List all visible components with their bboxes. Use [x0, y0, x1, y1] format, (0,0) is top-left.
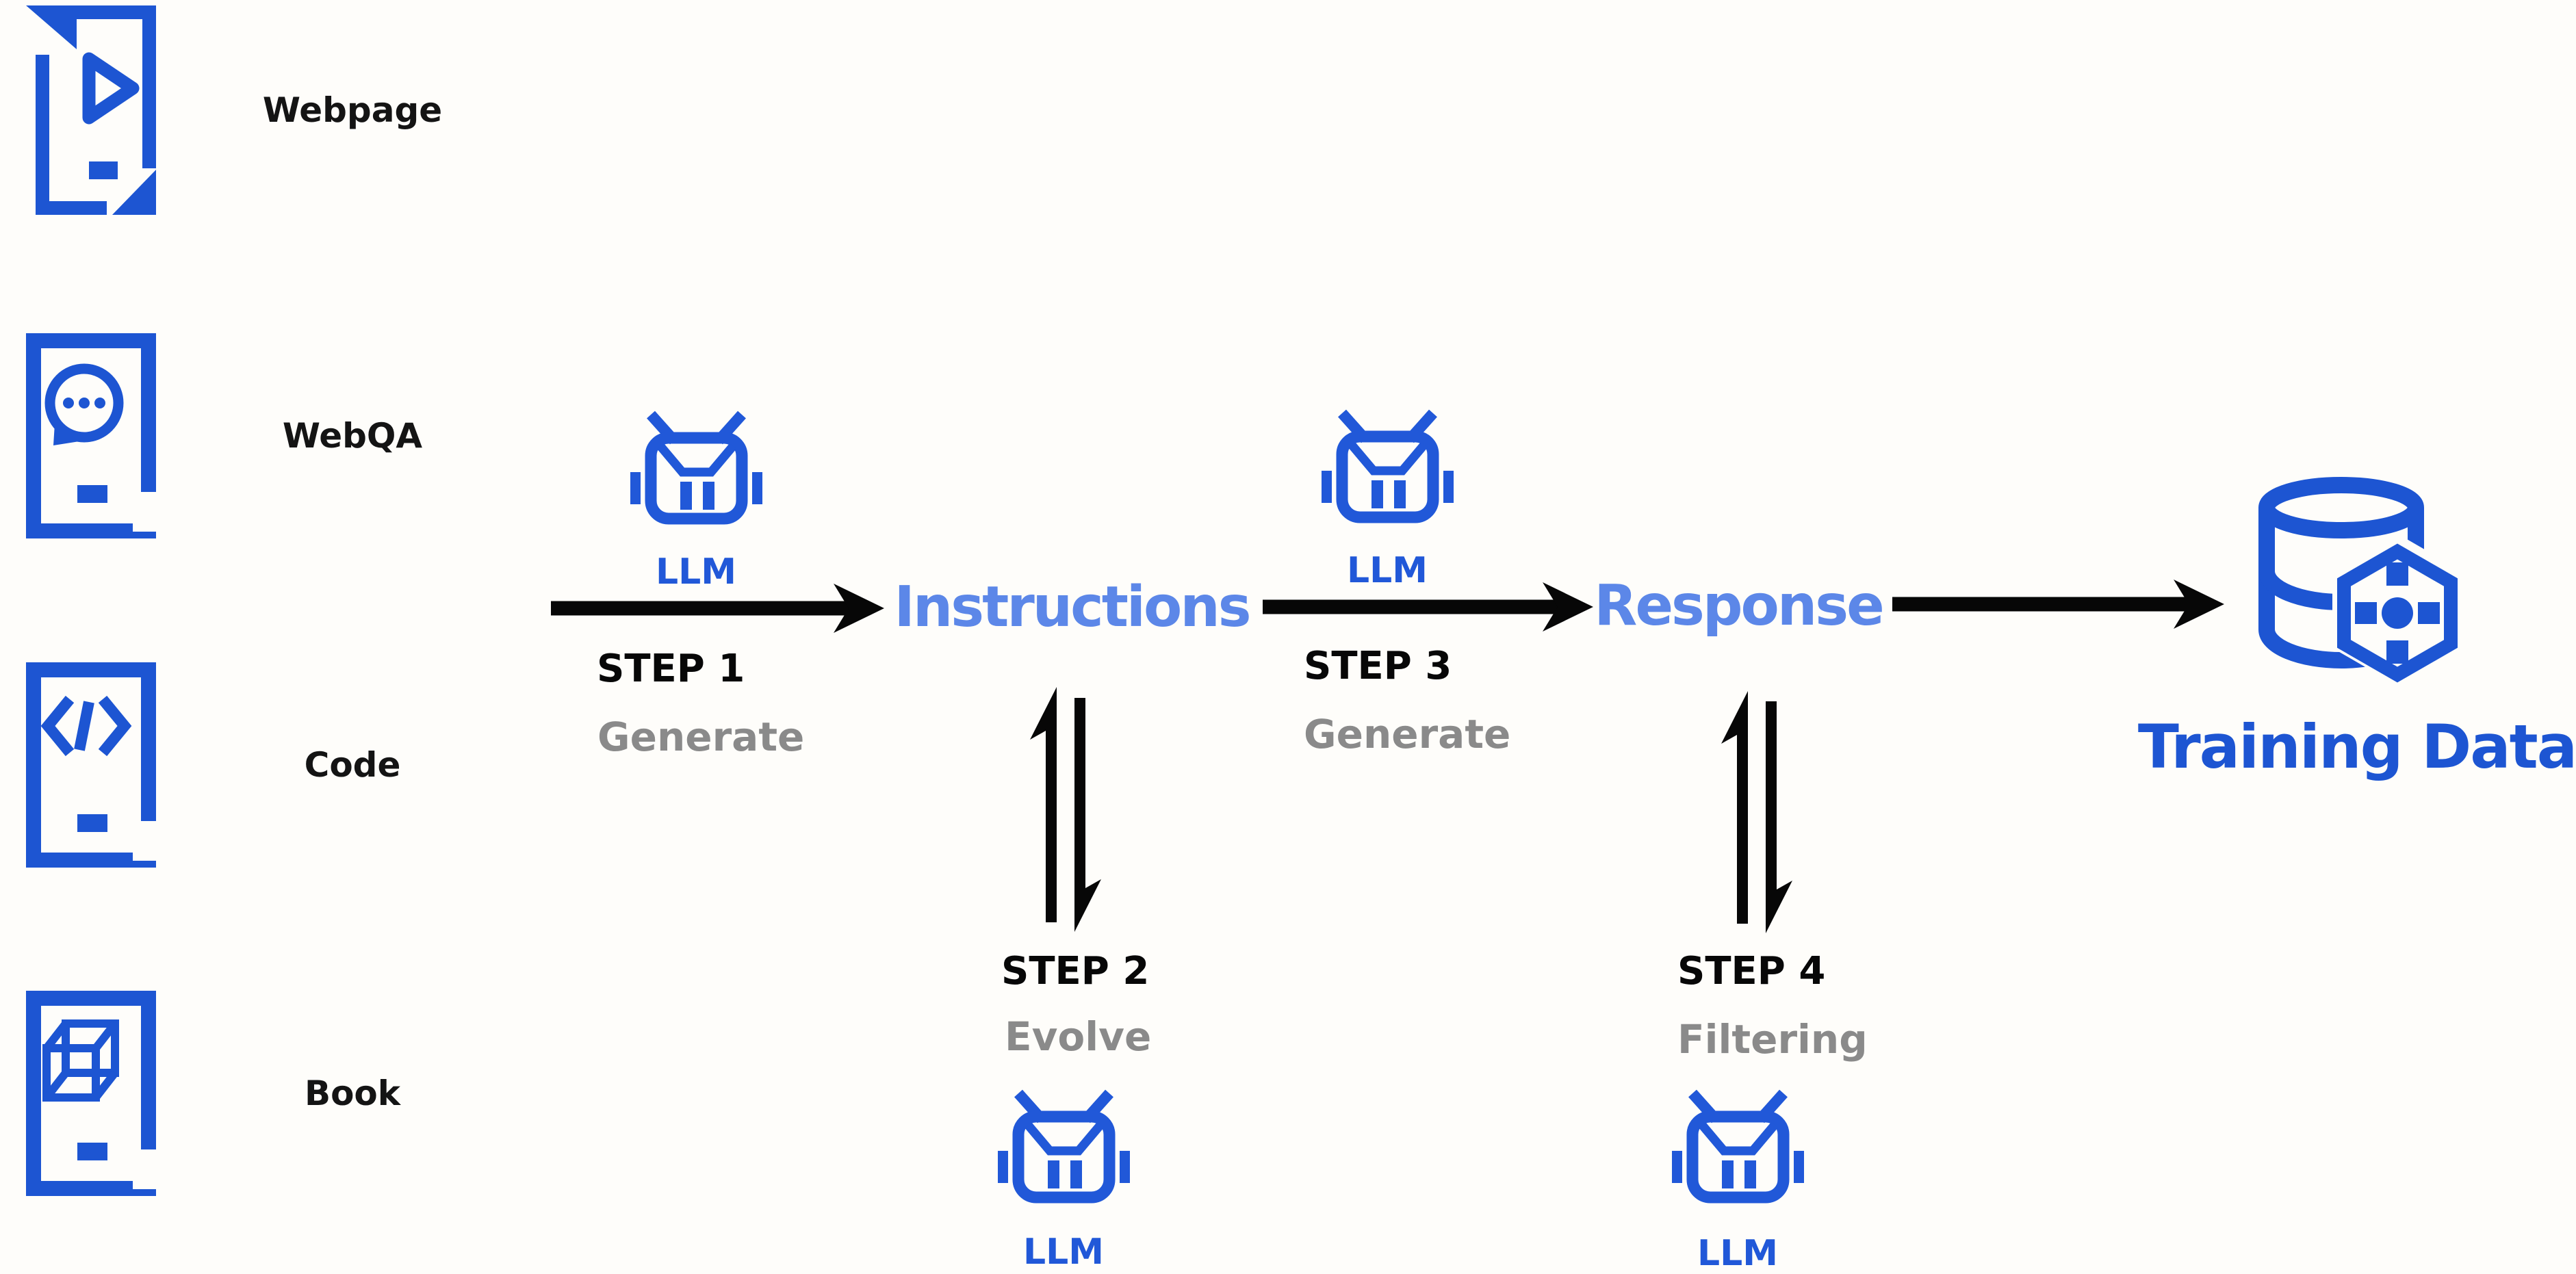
book-cube-doc-icon: [26, 991, 156, 1196]
llm-label-step3: LLM: [1346, 550, 1428, 591]
llm-label-step1: LLM: [655, 551, 737, 593]
llm-label-step2: LLM: [1022, 1232, 1105, 1273]
llm-label-step4: LLM: [1697, 1233, 1779, 1274]
arrow-to-training-data: [1892, 580, 2224, 629]
source-item-code: [26, 662, 156, 868]
source-item-webqa: [26, 333, 156, 538]
source-item-webpage: [26, 5, 156, 215]
robot-icon: [1322, 409, 1454, 523]
step2-name: STEP 2: [1001, 949, 1150, 993]
source-label-webpage: Webpage: [262, 90, 443, 130]
database-icon: [2258, 477, 2462, 684]
step1-name: STEP 1: [597, 647, 745, 691]
step2-action: Evolve: [1005, 1013, 1152, 1060]
step4-name: STEP 4: [1677, 949, 1826, 993]
double-arrow-filtering: [1721, 691, 1792, 933]
step4-action: Filtering: [1677, 1016, 1868, 1063]
robot-icon: [998, 1089, 1130, 1204]
code-doc-icon: [26, 662, 156, 868]
llm-robot-step2: [994, 1089, 1134, 1209]
source-label-webqa: WebQA: [282, 416, 423, 456]
step3-name: STEP 3: [1304, 644, 1452, 688]
data-node-icon: [2337, 543, 2458, 683]
source-label-code: Code: [304, 745, 401, 785]
arrow-step1-generate: [551, 584, 884, 633]
training-data-label: Training Data: [2137, 712, 2576, 782]
source-label-book: Book: [304, 1074, 401, 1113]
llm-robot-step1: [626, 411, 767, 530]
source-item-book: [26, 991, 156, 1196]
robot-icon: [1672, 1089, 1804, 1204]
llm-robot-step4: [1668, 1089, 1808, 1209]
llm-robot-step3: [1317, 409, 1458, 529]
step1-action: Generate: [597, 714, 805, 760]
node-instructions: Instructions: [894, 575, 1251, 640]
robot-icon: [630, 411, 762, 525]
webpage-video-doc-icon: [26, 5, 156, 215]
training-data-item: [2255, 472, 2467, 684]
node-response: Response: [1594, 573, 1884, 638]
step3-action: Generate: [1304, 711, 1511, 757]
chat-doc-icon: [26, 333, 156, 538]
arrow-step3-generate: [1263, 582, 1593, 632]
double-arrow-evolve: [1030, 687, 1101, 932]
